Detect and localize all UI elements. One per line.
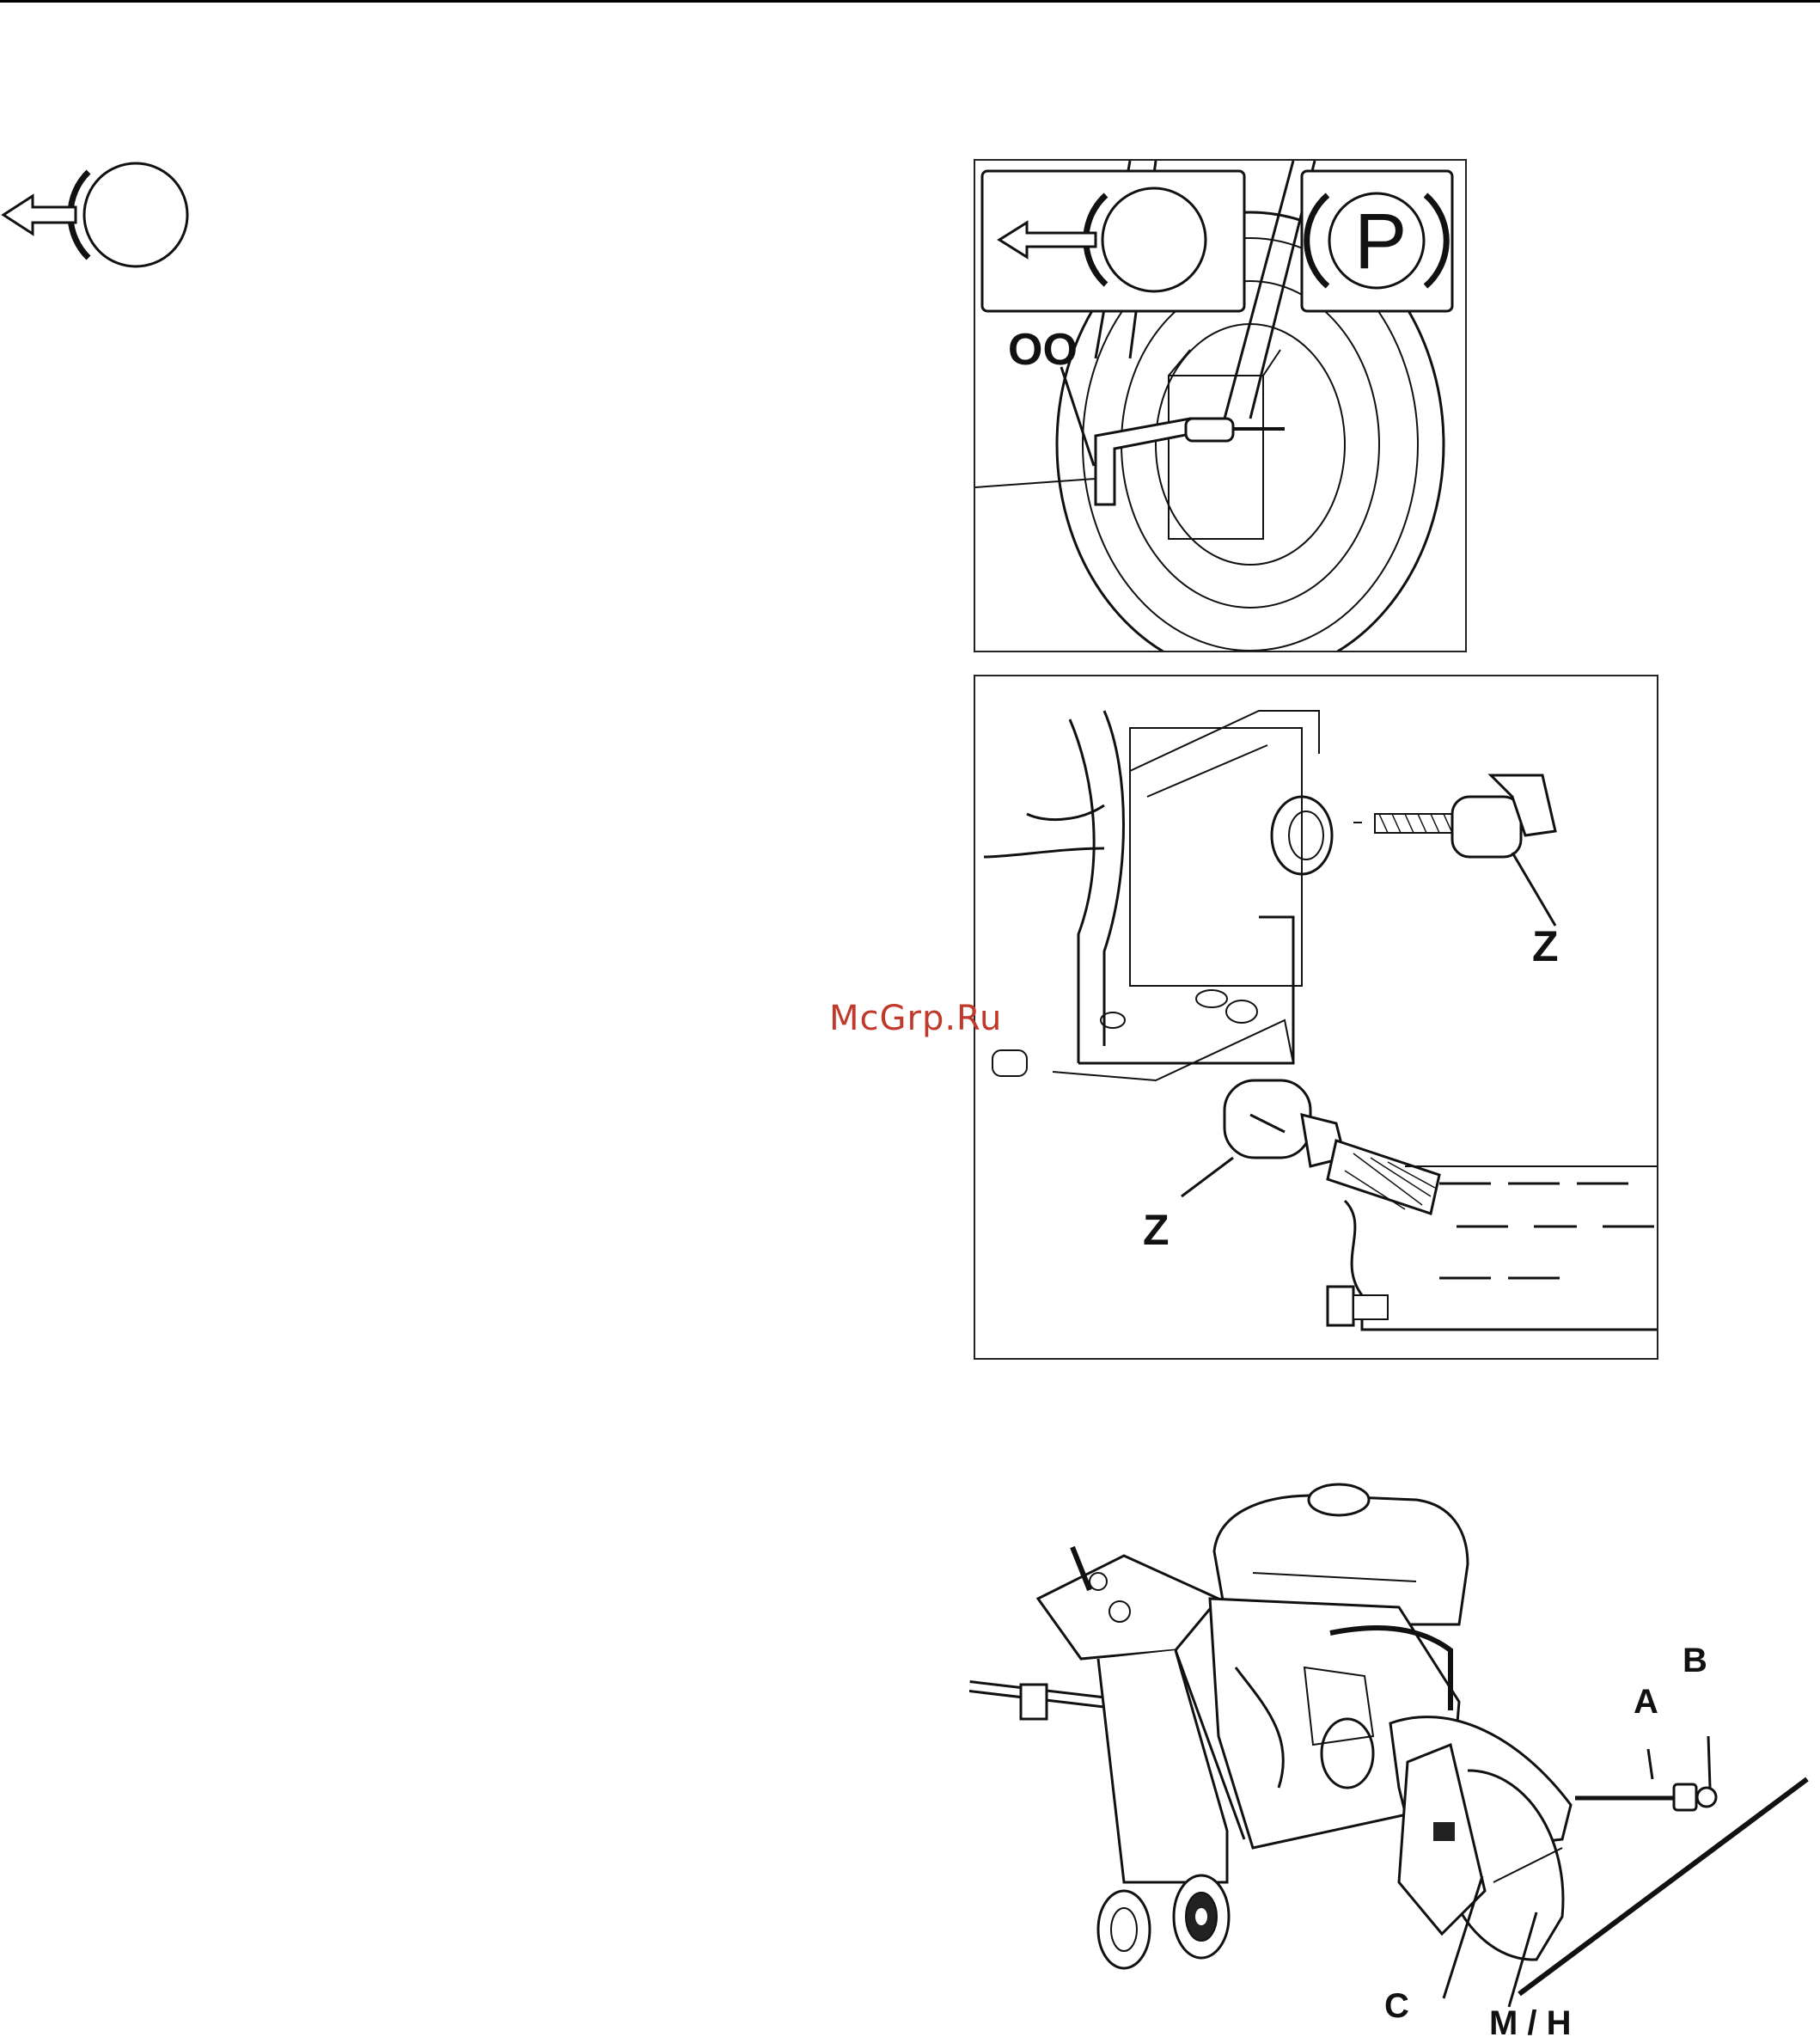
top-rule xyxy=(0,0,1820,3)
callout-oo: OO xyxy=(1008,324,1078,376)
callout-mh: M / H xyxy=(1489,2004,1572,2043)
callout-z-top: Z xyxy=(1532,921,1559,971)
brake-release-icon xyxy=(0,155,198,275)
floor-saw-figure: A B C M / H xyxy=(969,1478,1820,2040)
callout-b: B xyxy=(1683,1642,1707,1680)
callout-z-bottom: Z xyxy=(1143,1205,1170,1255)
park-symbol-letter: P xyxy=(1354,197,1407,287)
parking-brake-figure: P OO xyxy=(974,159,1467,652)
callout-c: C xyxy=(1384,1987,1409,2026)
callout-a: A xyxy=(1634,1683,1658,1722)
watermark-text: McGrp.Ru xyxy=(829,999,1002,1038)
oil-dipstick-figure: Z Z xyxy=(974,675,1658,1360)
